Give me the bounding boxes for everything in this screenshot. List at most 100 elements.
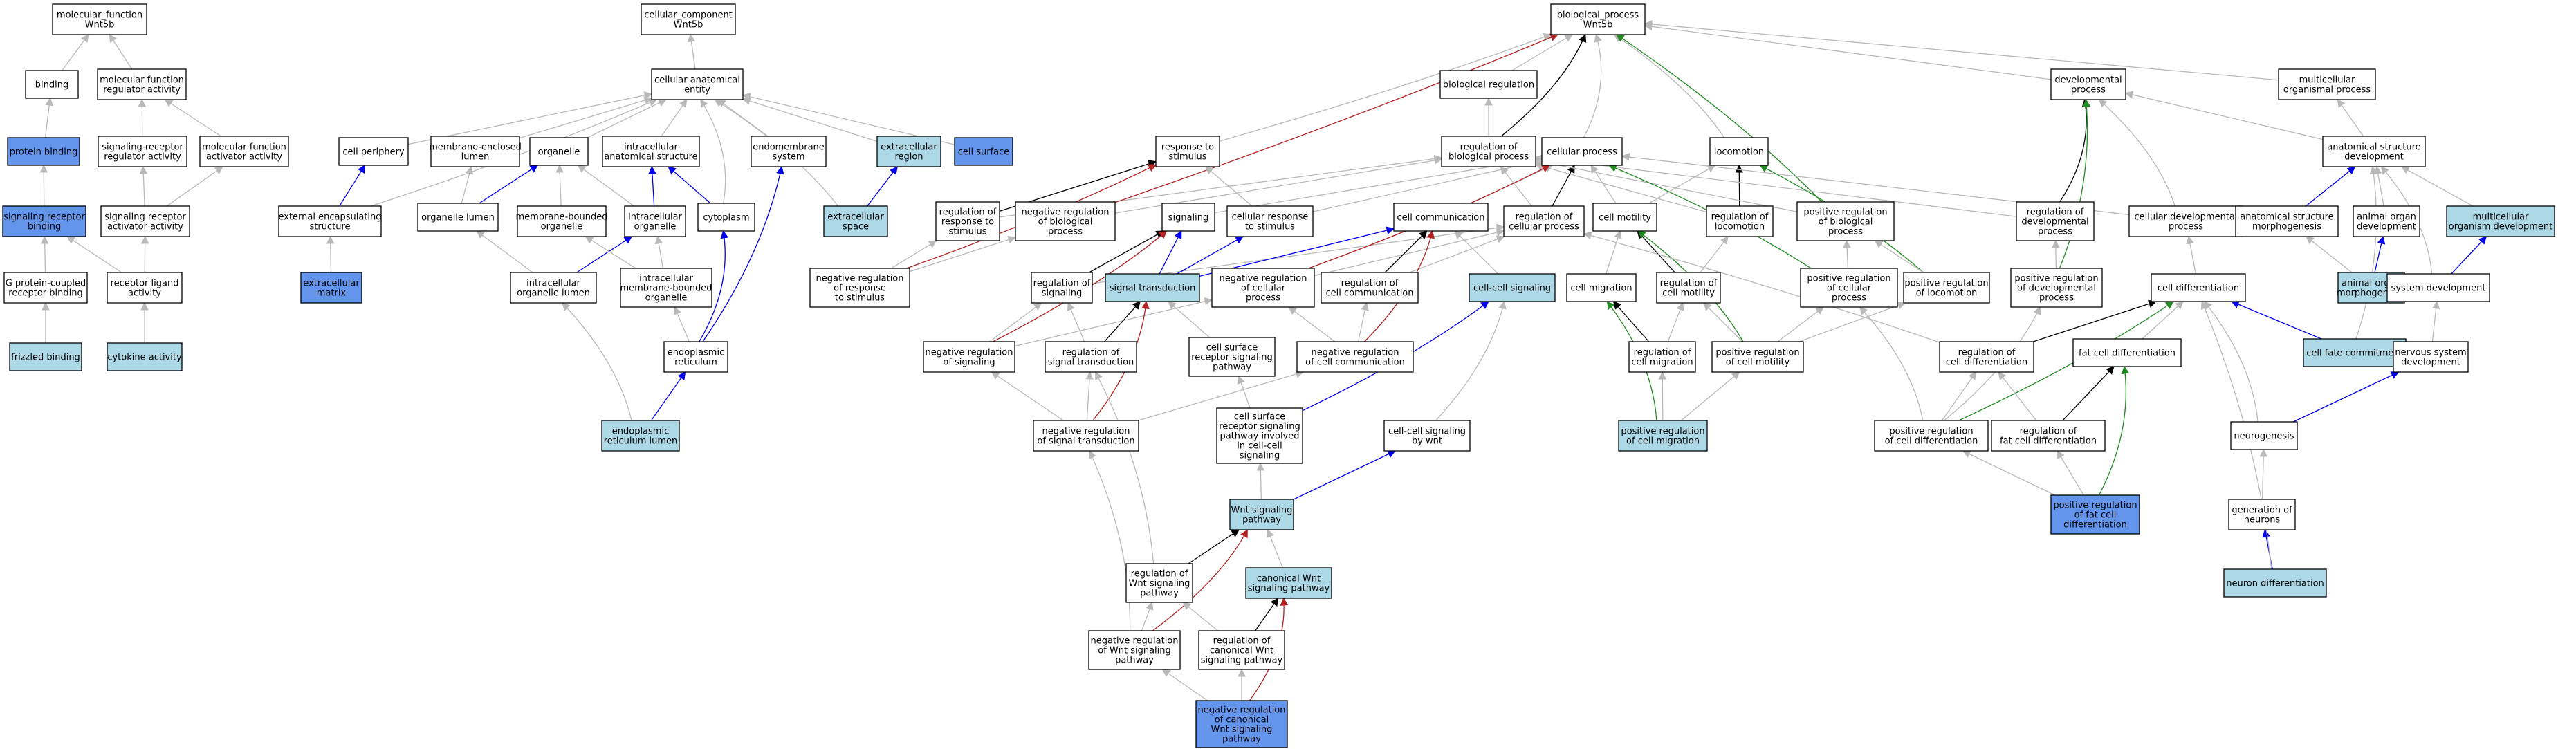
go-term-node-locomotion[interactable]: locomotion	[1709, 137, 1769, 166]
go-term-node-cell-migration[interactable]: cell migration	[1566, 273, 1637, 302]
go-term-node-cytoplasm[interactable]: cytoplasm	[697, 203, 755, 232]
go-term-node-fat-cell-diff[interactable]: fat cell differentiation	[2072, 338, 2182, 367]
go-term-node-bio-reg[interactable]: biological regulation	[1439, 70, 1538, 99]
go-term-node-cell-periphery[interactable]: cell periphery	[338, 137, 409, 166]
go-term-node-frizzled-binding[interactable]: frizzled binding	[9, 342, 82, 371]
go-term-node-organelle[interactable]: organelle	[529, 137, 589, 166]
go-term-node-neurogenesis[interactable]: neurogenesis	[2230, 421, 2298, 450]
go-term-node-cellular-process[interactable]: cellular process	[1541, 137, 1623, 166]
edge-is-a	[2355, 165, 2378, 340]
go-term-node-cell-comm[interactable]: cell communication	[1393, 203, 1489, 232]
go-term-node-binding[interactable]: binding	[25, 70, 79, 99]
go-term-node-signal-transduction[interactable]: signal transduction	[1105, 273, 1200, 302]
node-box	[300, 272, 362, 304]
go-term-node-cell-fate-commit[interactable]: cell fate commitment	[2303, 338, 2407, 367]
go-term-node-cytokine-activity[interactable]: cytokine activity	[107, 342, 183, 371]
go-term-node-cell-diff[interactable]: cell differentiation	[2151, 273, 2246, 302]
node-box	[620, 268, 712, 308]
go-term-node-cell-motility[interactable]: cell motility	[1592, 203, 1657, 232]
go-term-node-signaling[interactable]: signaling	[1161, 203, 1215, 232]
node-label-line: G protein-coupled	[6, 279, 86, 289]
node-label-line: Wnt signaling	[1211, 725, 1273, 735]
go-term-node-system-dev[interactable]: system development	[2386, 273, 2490, 302]
go-term-node-protein-binding[interactable]: protein binding	[7, 137, 80, 166]
go-term-node-cell-surface[interactable]: cell surface	[954, 137, 1013, 166]
go-term-node-neuron-diff[interactable]: neuron differentiation	[2223, 568, 2327, 598]
go-term-node-cell-cell-signaling[interactable]: cell-cell signaling	[1469, 273, 1556, 302]
edge-is-a	[1454, 230, 1499, 275]
go-term-node-organelle-lumen[interactable]: organelle lumen	[417, 203, 499, 232]
